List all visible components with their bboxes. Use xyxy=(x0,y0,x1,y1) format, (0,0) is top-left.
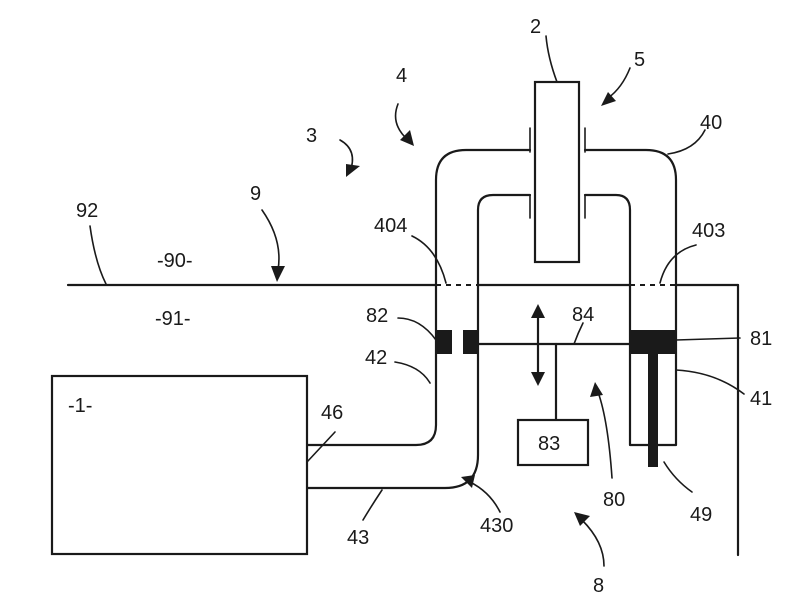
label-46: 46 xyxy=(321,402,343,424)
leader-81 xyxy=(675,337,741,341)
arrow-80-shaft xyxy=(597,391,613,479)
label-90: -90- xyxy=(157,250,193,272)
leader-41 xyxy=(675,369,745,395)
leader-404 xyxy=(411,235,447,284)
arrow-5-shaft xyxy=(607,67,631,99)
arrow-430-head xyxy=(461,475,475,488)
leader-403 xyxy=(659,244,697,284)
label-83: 83 xyxy=(538,433,560,455)
label-84: 84 xyxy=(572,304,594,326)
label-1: -1- xyxy=(68,395,92,417)
arrow-80-head xyxy=(590,382,603,397)
leader-46 xyxy=(306,431,336,463)
duct-40-inner-left xyxy=(476,193,532,287)
arrow-3-head xyxy=(346,164,360,177)
element-81 xyxy=(630,330,676,354)
label-40: 40 xyxy=(700,112,722,134)
arrow-9-head xyxy=(271,266,285,282)
pipe-43-outer xyxy=(305,283,480,490)
label-9: 9 xyxy=(250,183,261,205)
pipe-46-outer xyxy=(305,283,438,447)
label-403: 403 xyxy=(692,220,725,242)
leader-49 xyxy=(663,461,693,493)
label-92: 92 xyxy=(76,200,98,222)
arrow-8-head xyxy=(574,512,590,526)
label-42: 42 xyxy=(365,347,387,369)
label-3: 3 xyxy=(306,125,317,147)
duct-40-outer-right xyxy=(583,148,678,287)
leader-92 xyxy=(89,225,107,285)
label-5: 5 xyxy=(634,49,645,71)
label-80: 80 xyxy=(603,489,625,511)
leader-40 xyxy=(667,129,706,155)
label-41: 41 xyxy=(750,388,772,410)
arrow-8-shaft xyxy=(581,519,605,567)
label-81: 81 xyxy=(750,328,772,350)
element-82-left xyxy=(437,330,452,354)
arrow-5-head xyxy=(601,92,616,106)
label-404: 404 xyxy=(374,215,407,237)
element-83 xyxy=(516,418,590,467)
leader-43 xyxy=(362,489,383,521)
duct-40-inner-right xyxy=(583,193,632,287)
label-2: 2 xyxy=(530,16,541,38)
label-82: 82 xyxy=(366,305,388,327)
rod-49 xyxy=(648,354,658,467)
element-82-right xyxy=(463,330,478,354)
arrow-4-head xyxy=(400,130,414,146)
leader-84 xyxy=(573,322,584,345)
movement-arrow-up xyxy=(531,304,545,318)
label-4: 4 xyxy=(396,65,407,87)
leader-42 xyxy=(394,361,431,384)
label-8: 8 xyxy=(593,575,604,597)
element-1-box xyxy=(50,374,309,556)
movement-arrow-down xyxy=(531,372,545,386)
leader-2 xyxy=(545,35,558,83)
arrow-9-shaft xyxy=(261,209,280,271)
element-2 xyxy=(533,80,581,264)
label-49: 49 xyxy=(690,504,712,526)
leader-82 xyxy=(397,317,437,341)
label-430: 430 xyxy=(480,515,513,537)
arrow-430-shaft xyxy=(469,481,501,513)
label-91: -91- xyxy=(155,308,191,330)
label-43: 43 xyxy=(347,527,369,549)
duct-40-outer-left xyxy=(434,148,532,287)
